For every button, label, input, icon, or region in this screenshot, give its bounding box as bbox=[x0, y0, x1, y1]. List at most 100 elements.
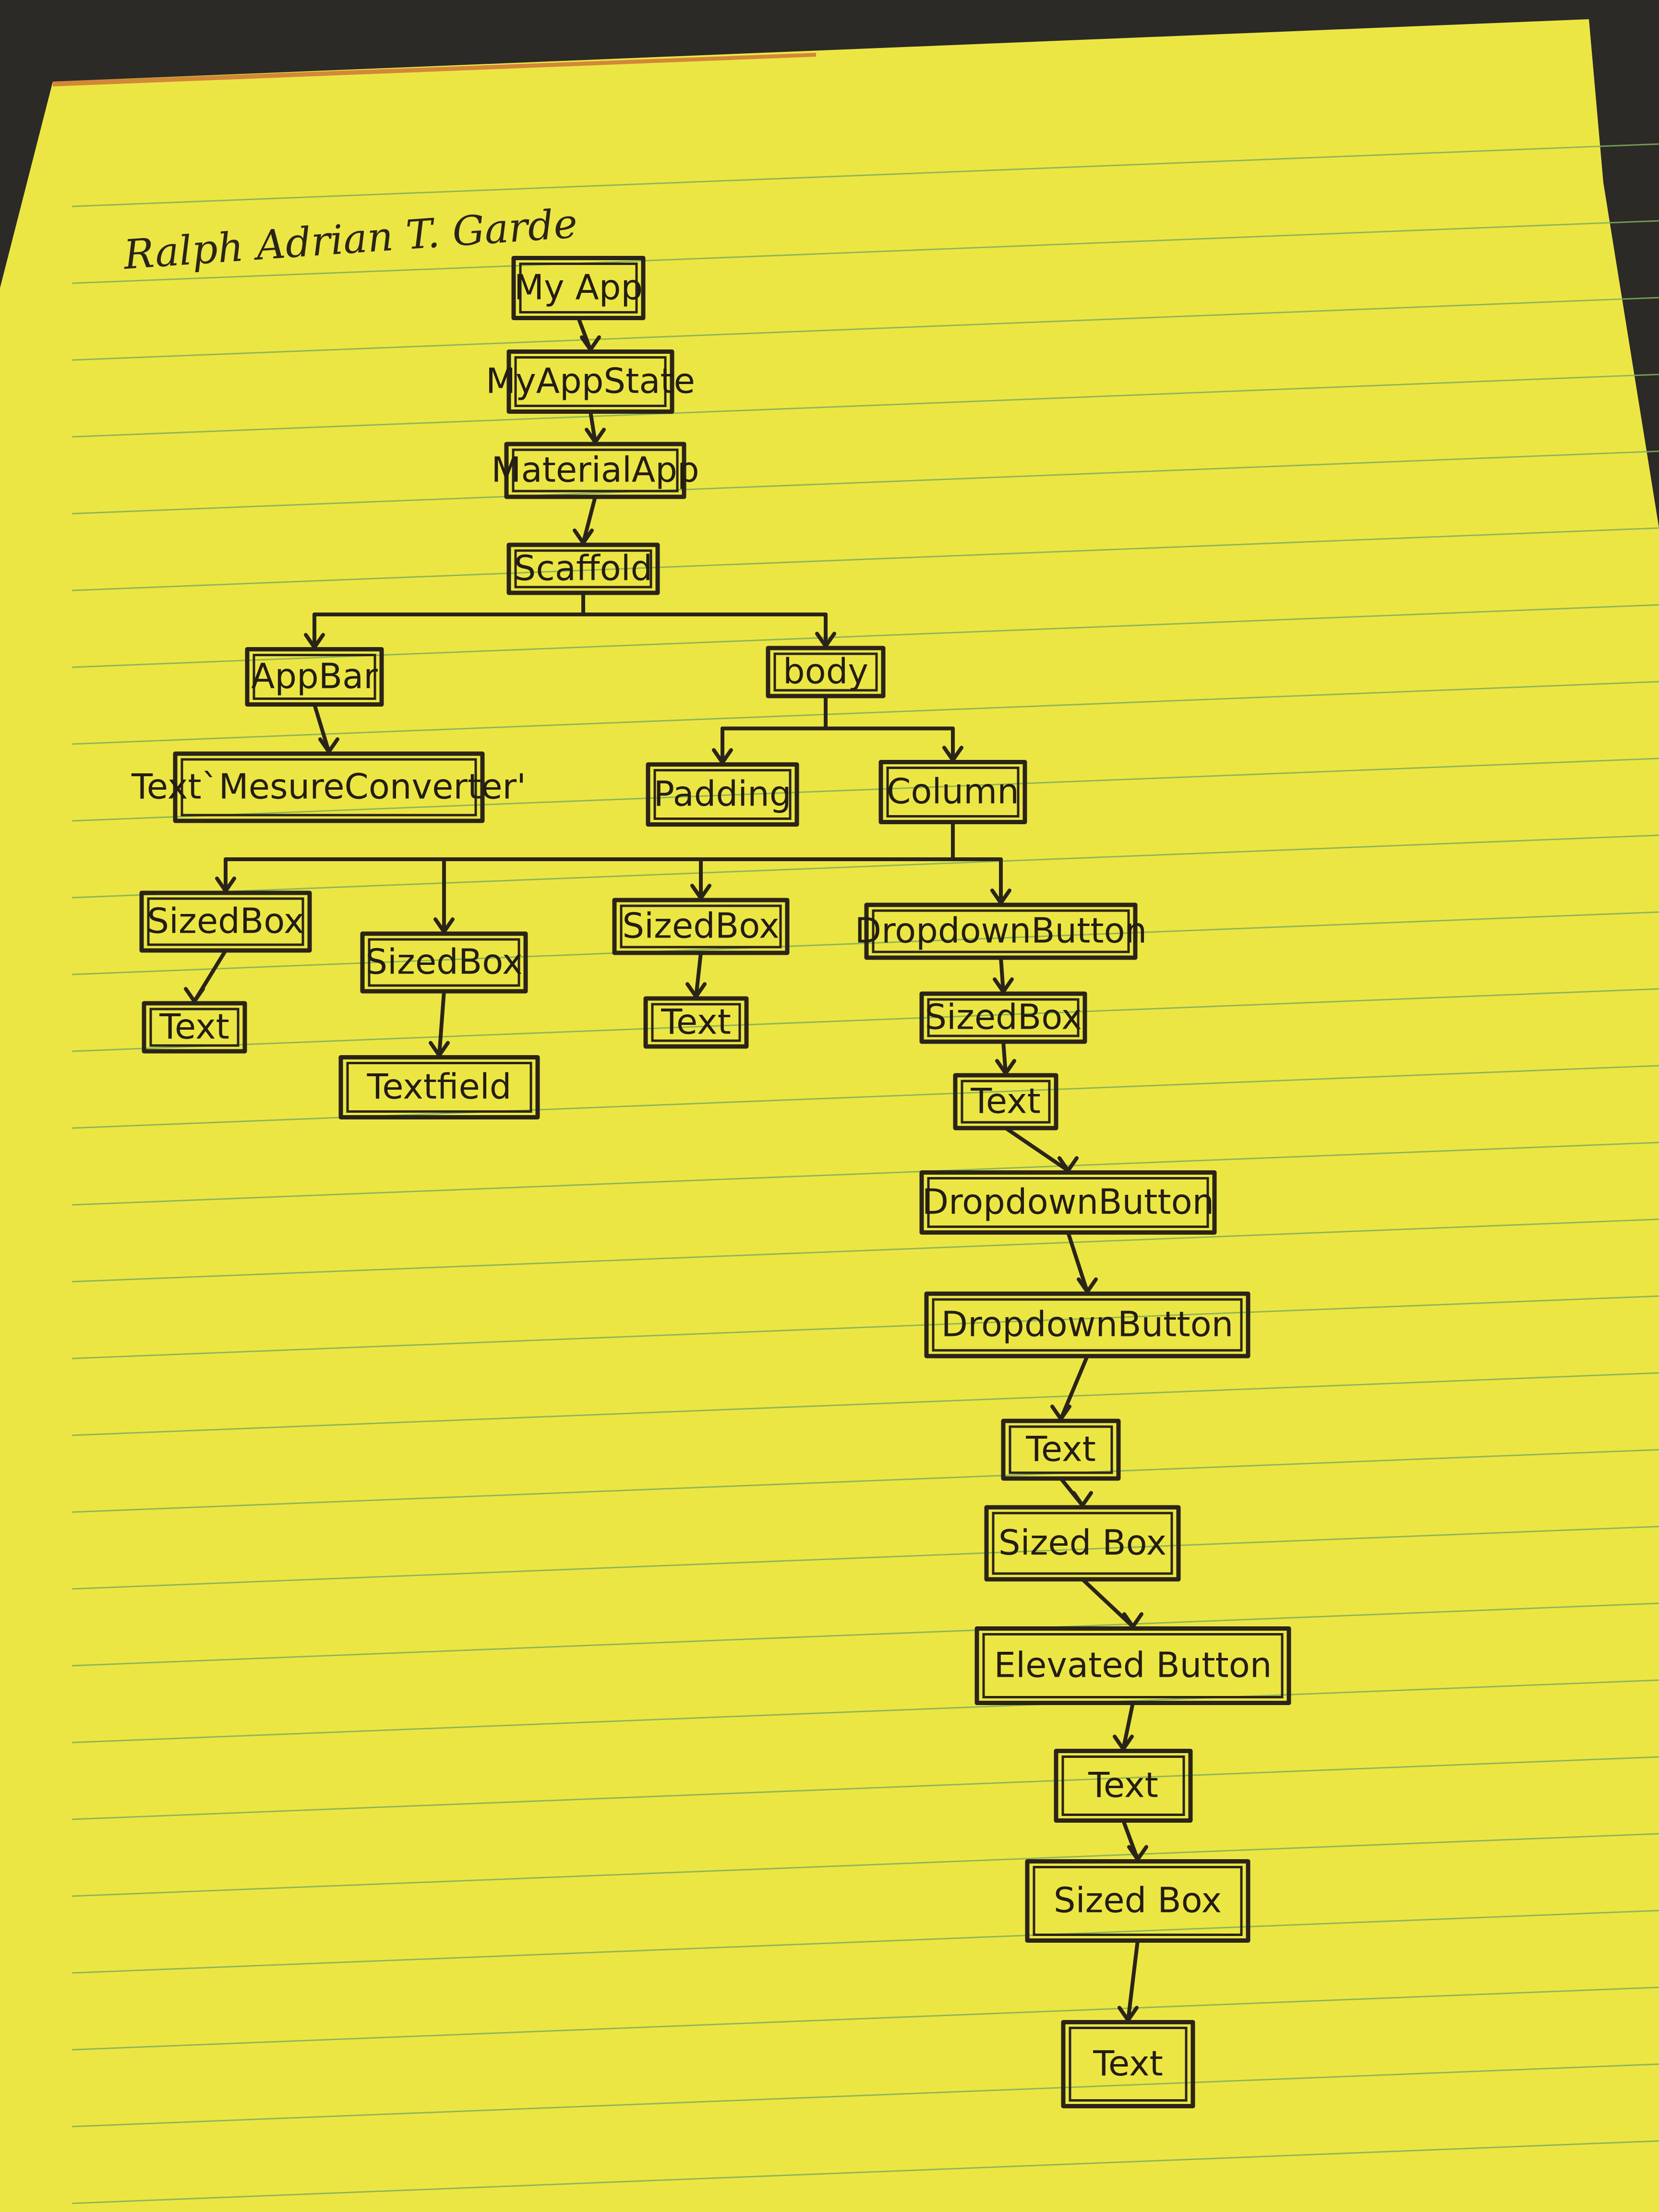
edge-line bbox=[1004, 1126, 1070, 1173]
edge-line bbox=[313, 702, 331, 754]
diagram-nodes: My AppMyAppStateMaterialAppScaffoldAppBa… bbox=[131, 256, 1291, 2108]
ruled-line bbox=[72, 143, 1659, 207]
node-box-inner bbox=[519, 263, 638, 313]
node-label: MyAppState bbox=[486, 361, 695, 401]
edge-line bbox=[437, 989, 446, 1058]
ruled-line bbox=[72, 1756, 1659, 1820]
node-box bbox=[1001, 1419, 1121, 1481]
node-box bbox=[878, 760, 1027, 824]
node-box bbox=[139, 890, 312, 953]
node-padding: Padding bbox=[646, 762, 799, 827]
paper-sheet bbox=[0, 19, 1659, 2212]
node-sizedbox6: Sized Box bbox=[1025, 1859, 1250, 1943]
node-box-inner bbox=[927, 1177, 1209, 1228]
edge-line bbox=[1126, 1938, 1140, 2022]
node-label: DropdownButton bbox=[941, 1304, 1234, 1345]
ruled-line bbox=[72, 1449, 1659, 1513]
node-box bbox=[504, 442, 686, 499]
node-label: SizedBox bbox=[147, 901, 304, 941]
node-elevated: Elevated Button bbox=[974, 1626, 1291, 1705]
node-box bbox=[919, 991, 1087, 1044]
node-box bbox=[245, 647, 384, 707]
node-scaffold: Scaffold bbox=[506, 542, 660, 595]
node-label: My App bbox=[514, 267, 643, 308]
node-label: SizedBox bbox=[365, 942, 522, 982]
edge-line bbox=[581, 495, 597, 545]
ruled-line bbox=[72, 1602, 1659, 1667]
node-label: body bbox=[783, 651, 868, 692]
edge-bus bbox=[313, 591, 828, 616]
node-sizedbox5: Sized Box bbox=[984, 1505, 1181, 1582]
node-box bbox=[864, 902, 1138, 960]
node-label: Sized Box bbox=[1054, 1880, 1222, 1921]
edge-bus bbox=[224, 820, 1003, 861]
ruled-line bbox=[72, 1679, 1659, 1743]
node-text2: Text bbox=[643, 996, 749, 1049]
node-box bbox=[984, 1505, 1181, 1582]
node-box-inner bbox=[512, 448, 679, 493]
ruled-line bbox=[72, 527, 1659, 591]
node-text1: Text bbox=[142, 1001, 247, 1054]
node-box bbox=[919, 1170, 1217, 1235]
node-box-inner bbox=[1009, 1425, 1113, 1474]
node-box-inner bbox=[927, 998, 1080, 1037]
node-box-inner bbox=[992, 1512, 1173, 1575]
ruled-line bbox=[72, 220, 1659, 284]
node-label: DropdownButton bbox=[855, 911, 1147, 951]
node-box-inner bbox=[961, 1080, 1051, 1124]
node-box-inner bbox=[886, 767, 1020, 817]
node-box-inner bbox=[1061, 1755, 1185, 1816]
node-label: Text bbox=[1088, 1765, 1158, 1805]
node-text5: Text bbox=[1054, 1749, 1193, 1823]
node-label: Text bbox=[159, 1007, 229, 1047]
ruled-line bbox=[72, 1065, 1659, 1129]
node-sizedbox2: SizedBox bbox=[360, 931, 528, 994]
node-myapp: My App bbox=[511, 256, 646, 320]
node-box bbox=[612, 898, 790, 955]
ruled-line bbox=[72, 1372, 1659, 1436]
node-box bbox=[953, 1073, 1058, 1130]
node-box bbox=[506, 349, 674, 414]
node-sizedbox4: SizedBox bbox=[919, 991, 1087, 1044]
node-label: DropdownButton bbox=[922, 1182, 1214, 1222]
node-label: Column bbox=[887, 771, 1019, 812]
node-label: Text bbox=[1093, 2044, 1163, 2084]
node-box bbox=[766, 646, 886, 698]
node-box bbox=[643, 996, 749, 1049]
node-label: MaterialApp bbox=[491, 450, 699, 490]
node-label: Text bbox=[970, 1081, 1041, 1121]
node-box bbox=[1025, 1859, 1250, 1943]
node-label: Textfield bbox=[367, 1067, 512, 1107]
ruled-lines bbox=[72, 143, 1659, 2204]
node-label: SizedBox bbox=[925, 997, 1082, 1037]
node-label: AppBar bbox=[251, 656, 378, 697]
node-box bbox=[173, 751, 485, 823]
node-box bbox=[646, 762, 799, 827]
ruled-line bbox=[72, 1986, 1659, 2051]
node-appbar: AppBar bbox=[245, 647, 384, 707]
ruled-line bbox=[72, 450, 1659, 515]
node-label: Padding bbox=[653, 774, 791, 814]
node-box-inner bbox=[514, 356, 667, 407]
node-label: Text bbox=[1025, 1429, 1096, 1469]
ruled-line bbox=[72, 1142, 1659, 1206]
ruled-line bbox=[72, 1833, 1659, 1897]
node-column: Column bbox=[878, 760, 1027, 824]
node-box-inner bbox=[180, 758, 477, 817]
node-box bbox=[1054, 1749, 1193, 1823]
paper-top-edge bbox=[53, 53, 816, 86]
node-box bbox=[506, 542, 660, 595]
ruled-line bbox=[72, 1295, 1659, 1359]
node-box-inner bbox=[1069, 2027, 1188, 2102]
node-materialapp: MaterialApp bbox=[491, 442, 699, 499]
node-box bbox=[974, 1626, 1291, 1705]
node-dropdown2: DropdownButton bbox=[919, 1170, 1217, 1235]
node-box bbox=[360, 931, 528, 994]
node-box-inner bbox=[1033, 1866, 1243, 1936]
node-text3: Text bbox=[953, 1073, 1058, 1130]
edge-line bbox=[589, 409, 597, 444]
node-box bbox=[142, 1001, 247, 1054]
ruled-line bbox=[72, 297, 1659, 361]
node-sizedbox1: SizedBox bbox=[139, 890, 312, 953]
node-box-inner bbox=[982, 1633, 1284, 1698]
